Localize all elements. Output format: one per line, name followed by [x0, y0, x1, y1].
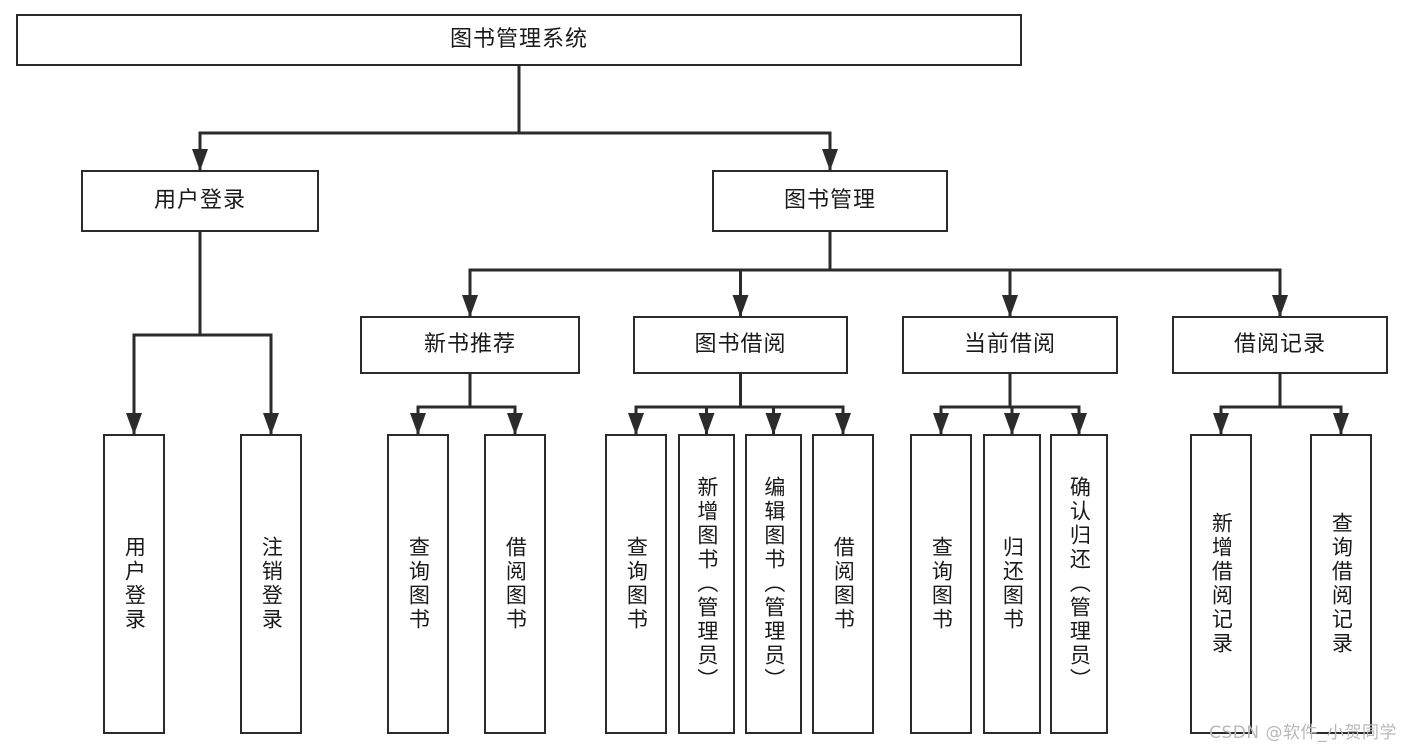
node-cur-query-book[interactable]: 查询图书 [910, 434, 972, 734]
node-label: 新增图书（管理员） [694, 476, 719, 692]
node-brw-edit-book[interactable]: 编辑图书（管理员） [745, 434, 802, 734]
node-leaf-logout[interactable]: 注销登录 [240, 434, 302, 734]
node-rec-add-record[interactable]: 新增借阅记录 [1190, 434, 1252, 734]
node-label: 编辑图书（管理员） [761, 476, 786, 692]
node-label: 借阅图书 [503, 536, 528, 632]
node-book-borrow[interactable]: 图书借阅 [633, 316, 848, 374]
node-user-login[interactable]: 用户登录 [81, 170, 319, 232]
node-leaf-user-login[interactable]: 用户登录 [103, 434, 165, 734]
node-label: 新增借阅记录 [1209, 512, 1234, 656]
node-rec-query-book[interactable]: 查询图书 [387, 434, 449, 734]
node-label: 图书管理系统 [449, 27, 588, 53]
node-cur-confirm[interactable]: 确认归还（管理员） [1050, 434, 1108, 734]
watermark: CSDN @软件_小贺同学 [1209, 723, 1397, 743]
node-label: 当前借阅 [963, 332, 1056, 358]
node-label: 确认归还（管理员） [1067, 476, 1092, 692]
node-label: 查询图书 [624, 536, 649, 632]
node-label: 借阅图书 [831, 536, 856, 632]
node-label: 查询图书 [406, 536, 431, 632]
node-label: 注销登录 [259, 536, 284, 632]
node-rec-qry-record[interactable]: 查询借阅记录 [1310, 434, 1372, 734]
node-brw-borrow-book[interactable]: 借阅图书 [812, 434, 874, 734]
node-root[interactable]: 图书管理系统 [16, 14, 1022, 66]
node-borrow-record[interactable]: 借阅记录 [1172, 316, 1388, 374]
node-label: 借阅记录 [1233, 332, 1326, 358]
node-brw-query-book[interactable]: 查询图书 [605, 434, 667, 734]
node-new-book-rec[interactable]: 新书推荐 [360, 316, 580, 374]
node-label: 图书管理 [783, 188, 876, 214]
node-label: 用户登录 [122, 536, 147, 632]
node-label: 新书推荐 [423, 332, 516, 358]
node-label: 归还图书 [1000, 536, 1025, 632]
node-rec-borrow-book[interactable]: 借阅图书 [484, 434, 546, 734]
node-label: 图书借阅 [694, 332, 787, 358]
node-label: 用户登录 [153, 188, 246, 214]
node-book-manage[interactable]: 图书管理 [712, 170, 948, 232]
node-label: 查询图书 [929, 536, 954, 632]
node-cur-return-book[interactable]: 归还图书 [983, 434, 1041, 734]
node-brw-add-book[interactable]: 新增图书（管理员） [678, 434, 735, 734]
node-current-borrow[interactable]: 当前借阅 [902, 316, 1118, 374]
node-label: 查询借阅记录 [1329, 512, 1354, 656]
